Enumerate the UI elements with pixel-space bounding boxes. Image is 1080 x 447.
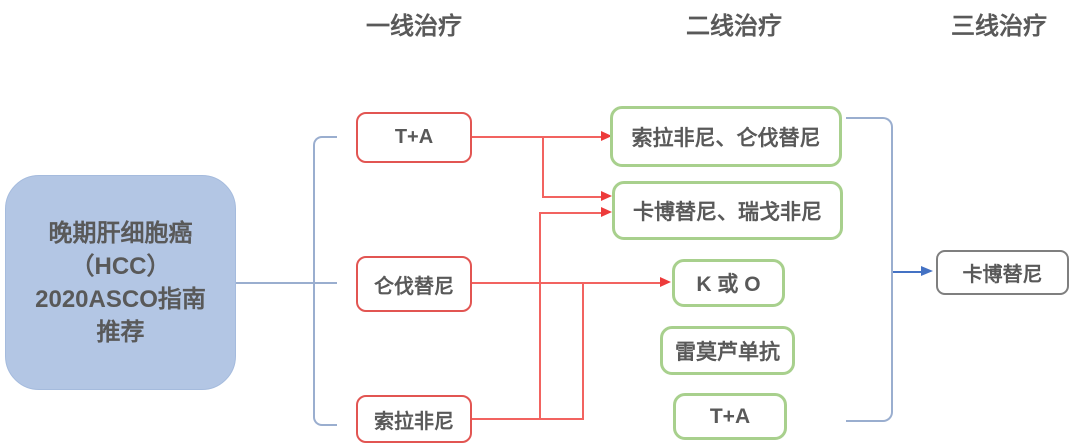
- connector-sorafenib-up: [539, 212, 541, 420]
- red-arrowhead-icon: [601, 191, 612, 201]
- bracket-second-line-group: [846, 117, 893, 422]
- connector-ta-branch-down: [542, 136, 544, 198]
- node-label: T+A: [394, 126, 434, 148]
- red-arrowhead-icon: [601, 207, 612, 217]
- node-first-line-ta: T+A: [356, 112, 472, 163]
- node-label: T+A: [709, 404, 751, 428]
- blue-arrowhead-icon: [921, 266, 933, 276]
- node-label: 卡博替尼、瑞戈非尼: [633, 200, 822, 224]
- node-label: 索拉非尼: [374, 410, 454, 433]
- connector-lenvatinib-to-k-or-o: [472, 282, 661, 284]
- root-line-1: 晚期肝细胞癌: [48, 219, 193, 247]
- red-arrowhead-icon: [660, 277, 671, 287]
- connector-ta-to-sora-lenva: [472, 136, 602, 138]
- node-root-hcc-guideline: 晚期肝细胞癌 （HCC） 2020ASCO指南 推荐: [5, 175, 236, 390]
- column-header-third-line: 三线治疗: [951, 13, 1047, 40]
- connector-sorafenib-to-cabo-rego: [539, 212, 602, 214]
- node-label: 雷莫芦单抗: [675, 340, 780, 364]
- node-first-line-sorafenib: 索拉非尼: [356, 395, 472, 443]
- connector-ta-to-cabo-rego: [542, 196, 602, 198]
- node-second-line-k-or-o: K 或 O: [672, 259, 785, 307]
- column-header-first-line: 一线治疗: [366, 13, 462, 40]
- root-line-3: 2020ASCO指南: [35, 285, 206, 313]
- node-third-line-cabozantinib: 卡博替尼: [936, 250, 1069, 295]
- root-line-4: 推荐: [96, 318, 145, 346]
- node-label: 索拉非尼、仑伐替尼: [631, 126, 821, 150]
- connector-root-to-bracket: [236, 282, 337, 284]
- column-header-second-line: 二线治疗: [686, 13, 782, 40]
- connector-sorafenib-branch-to-k-or-o: [582, 282, 584, 420]
- connector-sorafenib-out: [472, 418, 584, 420]
- node-label: K 或 O: [696, 273, 761, 296]
- node-second-line-ta: T+A: [673, 393, 787, 440]
- node-label: 卡博替尼: [962, 264, 1043, 286]
- red-arrowhead-icon: [601, 131, 612, 141]
- node-second-line-ramucirumab: 雷莫芦单抗: [660, 326, 795, 375]
- bracket-first-line-group: [313, 136, 337, 426]
- connector-bracket-to-cabozantinib: [893, 271, 923, 273]
- node-second-line-cabozantinib-regorafenib: 卡博替尼、瑞戈非尼: [612, 181, 843, 240]
- node-second-line-sorafenib-lenvatinib: 索拉非尼、仑伐替尼: [610, 106, 842, 167]
- node-label: 仑伐替尼: [374, 275, 454, 298]
- node-first-line-lenvatinib: 仑伐替尼: [356, 256, 472, 312]
- root-line-2: （HCC）: [70, 252, 171, 280]
